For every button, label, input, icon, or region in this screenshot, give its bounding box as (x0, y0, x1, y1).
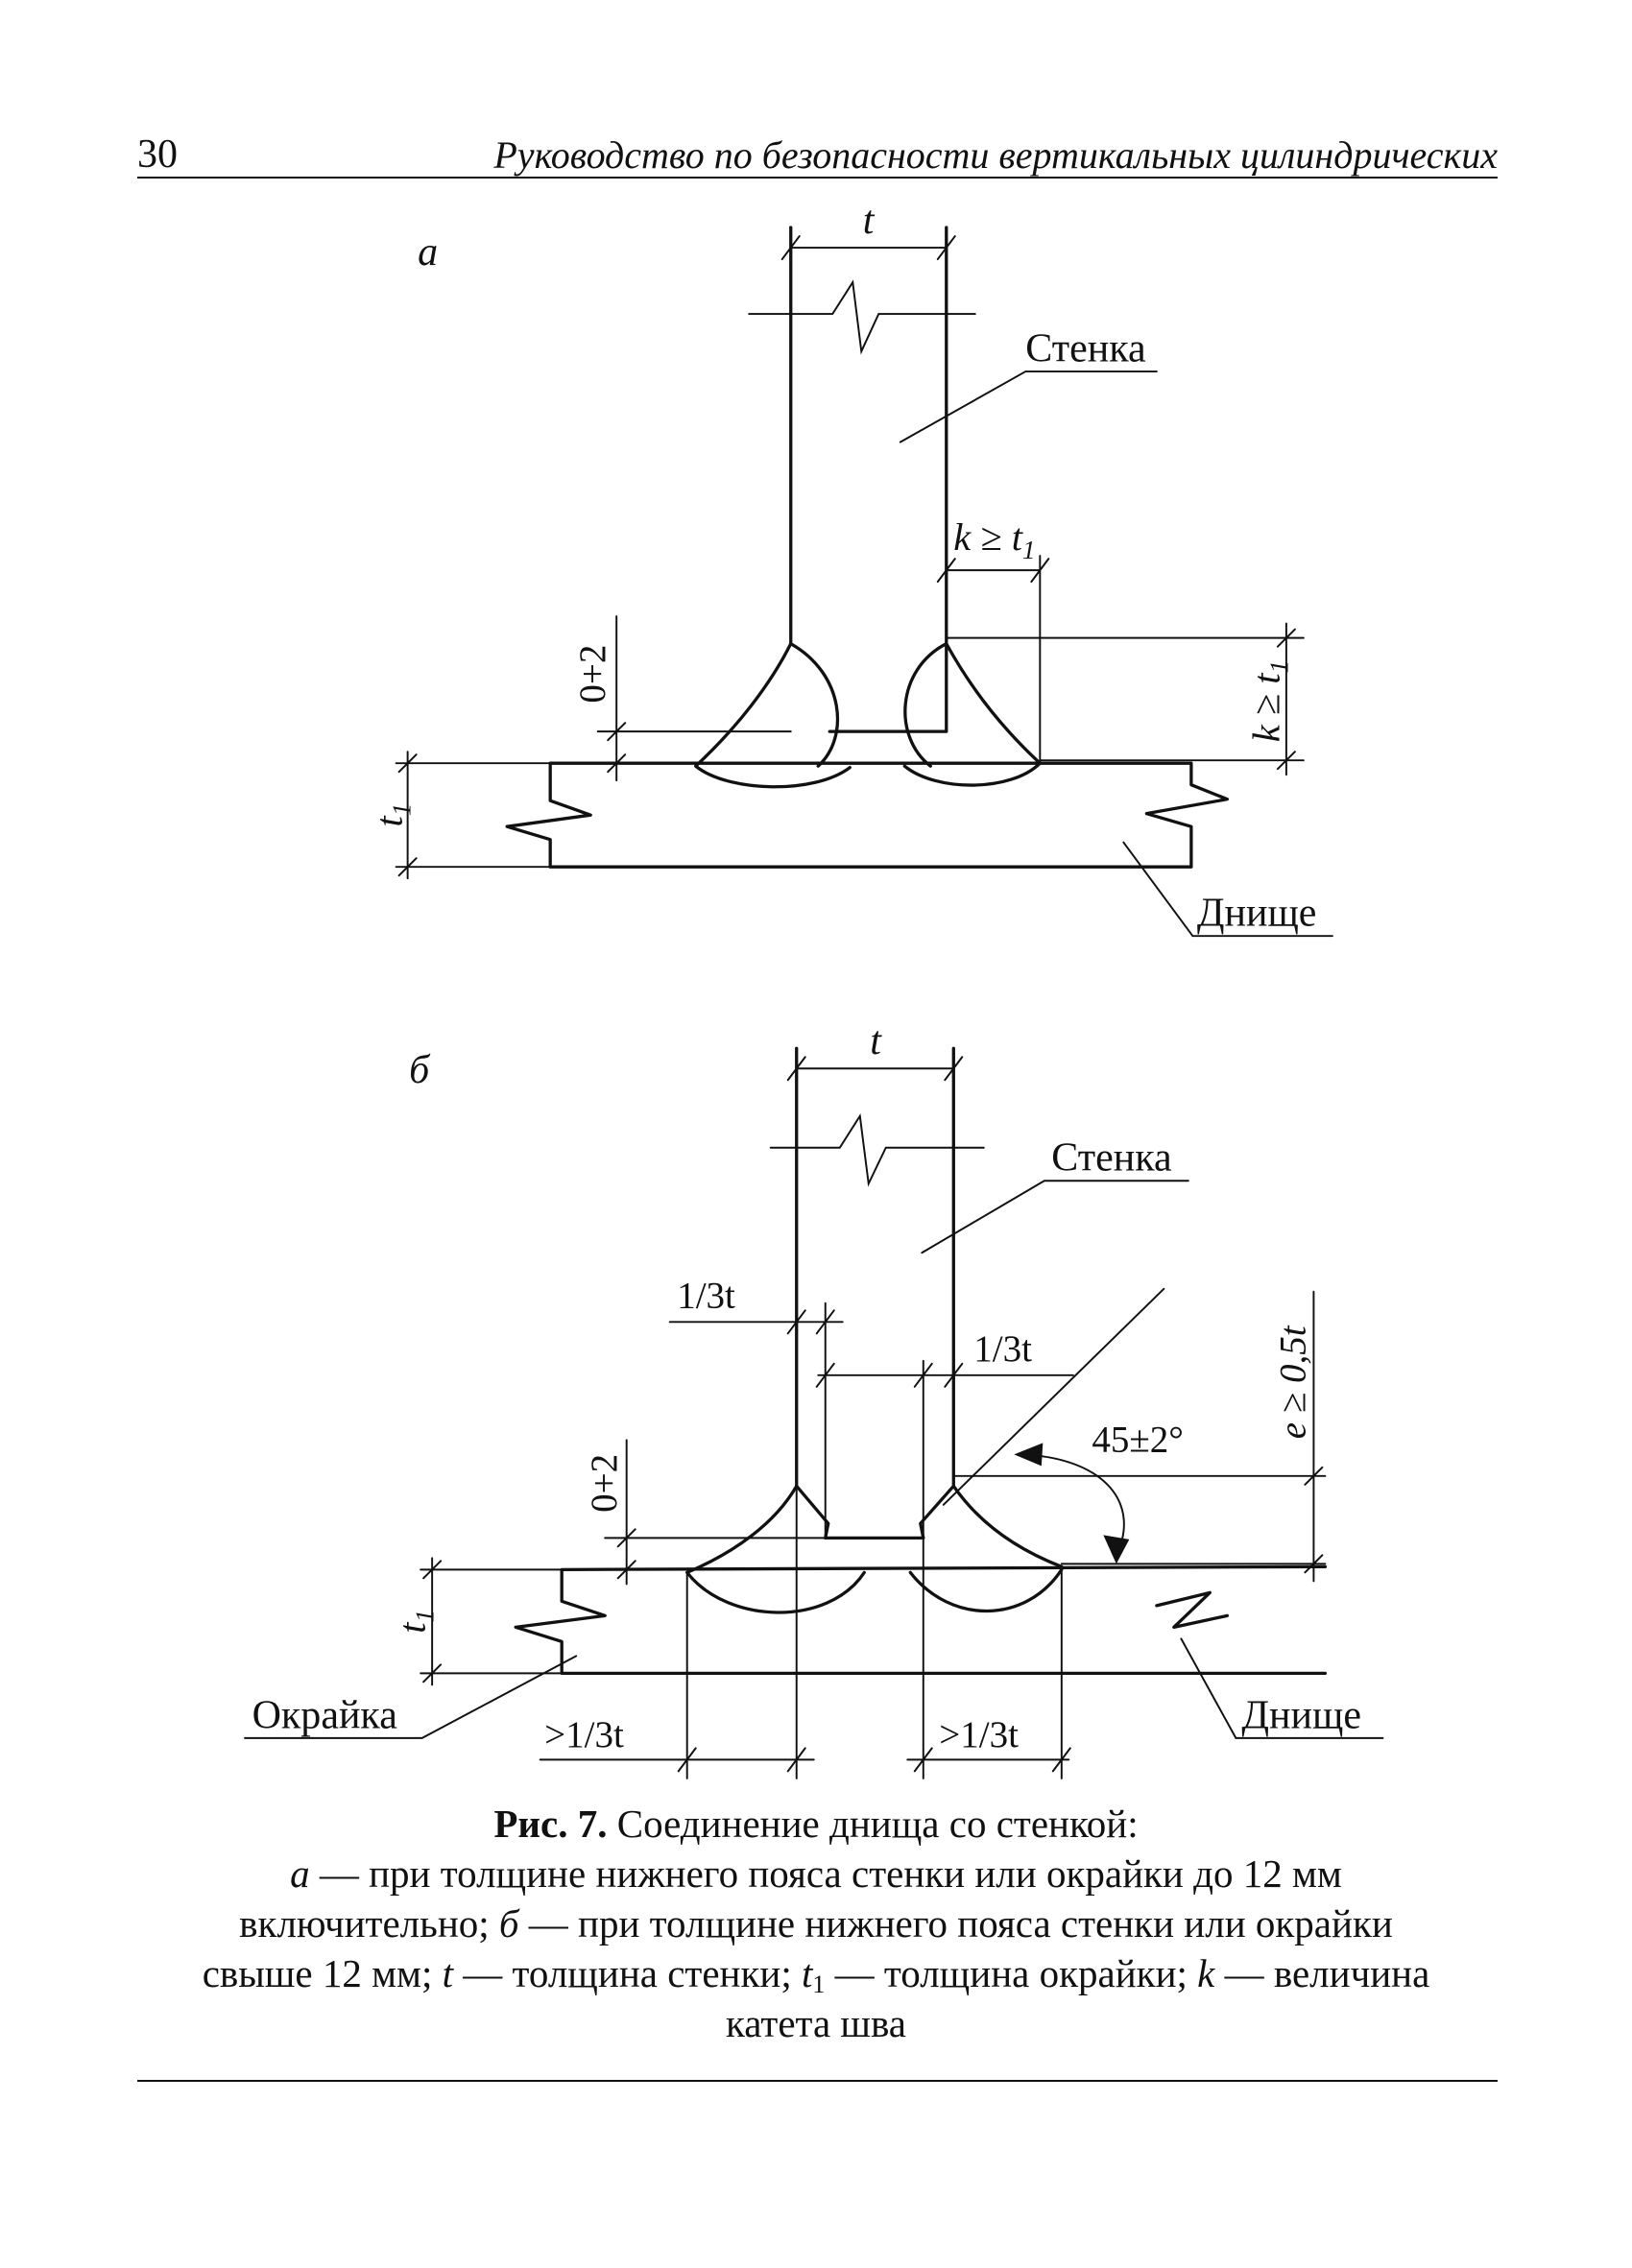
edge-plate-leader-b (244, 1655, 578, 1739)
root-face-dimension-b (815, 1362, 1074, 1388)
angle-arrowhead-end-b (1103, 1535, 1130, 1564)
bevel-angle-leader-b (942, 1287, 1165, 1506)
left-weld-a (694, 641, 852, 789)
wall-break-line-a (748, 279, 976, 355)
caption-line-3: включительно; б — при толщине нижнего по… (125, 1898, 1507, 1948)
root-face-label-b: 1/3t (973, 1328, 1032, 1370)
overlap-left-dimension-b (539, 1747, 815, 1773)
bottom-plate-a (505, 761, 1230, 869)
plate-thickness-label-b: t1 (391, 1610, 440, 1634)
wall-thickness-label-b: t (870, 1019, 882, 1063)
caption-letter-a: а (290, 1851, 310, 1896)
caption-t1-description: — толщина окрайки; (834, 1951, 1188, 1995)
bottom-plate-b (514, 1564, 1328, 1676)
caption-a-description-end: включительно; (239, 1901, 490, 1946)
wall-label-b: Стенка (1051, 1136, 1172, 1181)
wall-thickness-dimension-b (786, 1056, 964, 1082)
bevel-extension-lines-b (685, 1301, 1063, 1779)
caption-t-description: — толщина стенки; (463, 1951, 792, 1995)
plate-thickness-sub-b: 1 (411, 1610, 440, 1622)
caption-symbol-t: t (442, 1951, 454, 1995)
caption-b-description-end: свыше 12 мм; (202, 1951, 433, 1995)
plate-thickness-label-a: t1 (368, 803, 417, 827)
wall-outline-b (795, 1046, 955, 1540)
caption-symbol-k: k (1197, 1951, 1215, 1995)
plate-thickness-dimension-a (395, 751, 552, 880)
bottom-leader-a (1122, 841, 1333, 938)
caption-line-1: Рис. 7. Соединение днища со стенкой: (125, 1799, 1507, 1849)
plate-thickness-text-a: t (368, 815, 411, 827)
bottom-leader-b (1180, 1637, 1384, 1739)
gap-label-a: 0+2 (572, 645, 613, 704)
panel-a-label: а (418, 230, 438, 275)
leg-vertical-sub-a: 1 (1264, 660, 1293, 673)
caption-k-description-end: катета шва (725, 2001, 906, 2045)
bevel-depth-dimension-b (668, 1309, 844, 1335)
leg-horizontal-dimension-a (936, 555, 1050, 765)
bevel-depth-label-b: 1/3t (677, 1275, 735, 1316)
leg-vertical-text-a: k ≥ t (1244, 672, 1287, 742)
panel-a: а t 0+2 k ≥ t1 k ≥ t1 t1 Стенка Днище (368, 199, 1333, 938)
overlap-left-label-b: >1/3t (544, 1714, 624, 1755)
caption-figure-number: Рис. 7. (493, 1802, 608, 1846)
left-weld-b (685, 1484, 866, 1614)
right-weld-a (902, 641, 1042, 787)
running-title: Руководство по безопасности вертикальных… (493, 133, 1498, 177)
bottom-label-a: Днище (1197, 892, 1317, 936)
wall-outline-a (789, 226, 948, 733)
right-weld-b (908, 1484, 1064, 1613)
offset-label-b: e ≥ 0,5t (1272, 1325, 1313, 1439)
leg-vertical-label-a: k ≥ t1 (1244, 660, 1293, 742)
offset-dimension-b (952, 1290, 1327, 1583)
edge-plate-label-b: Окрайка (252, 1693, 398, 1737)
caption-line-2: а — при толщине нижнего пояса стенки или… (125, 1849, 1507, 1898)
overlap-right-dimension-b (906, 1747, 1071, 1773)
wall-leader-b (921, 1180, 1189, 1254)
caption-a-description: — при толщине нижнего пояса стенки или о… (319, 1851, 1342, 1896)
wall-label-a: Стенка (1025, 327, 1146, 371)
caption-letter-b: б (498, 1901, 519, 1946)
caption-symbol-t1-sub: 1 (812, 1970, 826, 1998)
caption-line-5: катета шва (125, 1998, 1507, 2048)
caption-title: Соединение днища со стенкой: (616, 1802, 1139, 1846)
plate-thickness-sub-a: 1 (388, 803, 417, 816)
panel-b: б t 1/3t 1/3t 45±2° e ≥ 0,5t 0+2 t1 (244, 1019, 1384, 1779)
bevel-angle-label-b: 45±2° (1092, 1419, 1184, 1460)
caption-b-description: — при толщине нижнего пояса стенки или о… (528, 1901, 1393, 1946)
plate-thickness-text-b: t (391, 1621, 434, 1634)
wall-leader-a (899, 370, 1158, 443)
bottom-label-b: Днище (1241, 1693, 1361, 1737)
caption-symbol-t1: t (801, 1951, 813, 1995)
figure-caption: Рис. 7. Соединение днища со стенкой: а —… (125, 1799, 1507, 2048)
leg-horizontal-text-a: k ≥ t (953, 515, 1023, 559)
wall-break-line-b (769, 1112, 985, 1187)
caption-line-4: свыше 12 мм; t — толщина стенки; t1 — то… (125, 1948, 1507, 1998)
gap-dimension-b (604, 1439, 827, 1586)
bottom-rule (137, 2080, 1498, 2082)
plate-thickness-dimension-b (420, 1557, 564, 1686)
overlap-right-label-b: >1/3t (939, 1714, 1019, 1755)
angle-arrowhead-start-b (1014, 1443, 1044, 1467)
caption-k-description: — величина (1224, 1951, 1430, 1995)
gap-label-b: 0+2 (584, 1454, 625, 1513)
leg-horizontal-label-a: k ≥ t1 (953, 515, 1035, 564)
page-header: 30 Руководство по безопасности вертикаль… (137, 127, 1498, 179)
wall-thickness-label-a: t (863, 199, 876, 243)
page-number: 30 (137, 132, 178, 177)
panel-b-label: б (409, 1048, 431, 1092)
bevel-angle-arc-b (1019, 1453, 1125, 1557)
leg-vertical-dimension-a (945, 622, 1305, 776)
wall-thickness-dimension-a (780, 235, 956, 261)
gap-dimension-a (596, 615, 792, 782)
leg-horizontal-sub-a: 1 (1022, 536, 1036, 564)
